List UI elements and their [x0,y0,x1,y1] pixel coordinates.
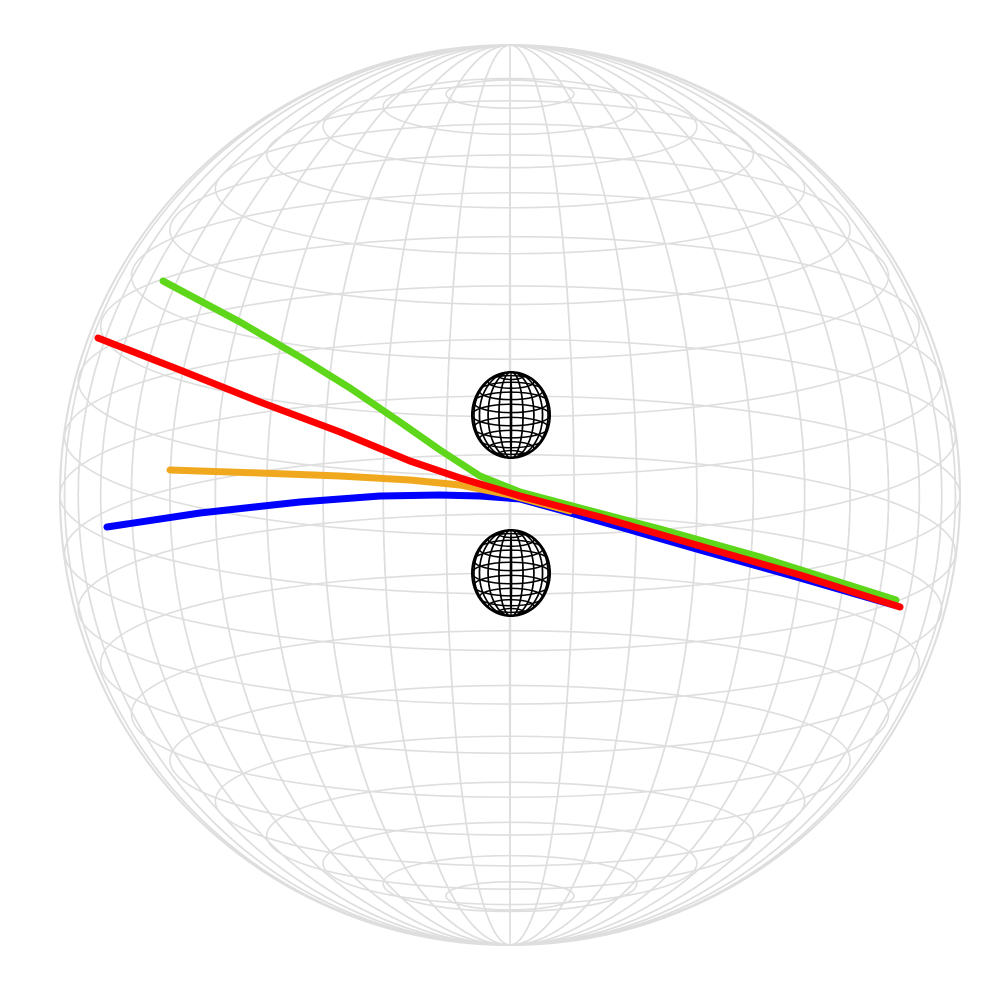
sphere-outline [471,529,551,617]
lower-wireframe-sphere [471,529,551,617]
upper-wireframe-sphere [471,371,551,459]
trajectory-green [159,277,900,604]
trajectory-blue [103,491,901,610]
sphere-outline [58,43,962,947]
sphere-outline [471,371,551,459]
trajectory-red [94,334,904,611]
meridian-ring [509,529,513,617]
outer-wireframe-sphere [58,43,962,947]
meridian-ring [509,371,513,459]
trajectory-layer [94,277,904,611]
